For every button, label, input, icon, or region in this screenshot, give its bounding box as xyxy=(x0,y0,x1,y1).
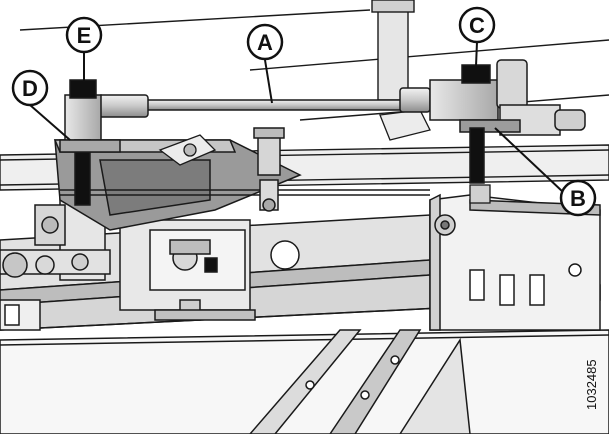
clip-parts xyxy=(158,109,491,204)
center-housing xyxy=(119,219,300,321)
svg-text:B: B xyxy=(570,186,586,211)
callout-d: D xyxy=(11,69,49,107)
figure-number: 1032485 xyxy=(584,359,599,410)
center-bolt xyxy=(253,127,285,212)
callout-a: A xyxy=(246,23,284,61)
left-block xyxy=(59,79,121,206)
callout-b: B xyxy=(559,179,597,217)
svg-text:A: A xyxy=(257,30,273,55)
lower-channel xyxy=(0,329,609,434)
svg-text:C: C xyxy=(469,13,485,38)
svg-text:D: D xyxy=(22,76,38,101)
svg-text:E: E xyxy=(77,23,92,48)
leader-lines xyxy=(29,41,564,193)
callout-c: C xyxy=(458,6,496,44)
right-block xyxy=(429,59,586,184)
callout-e: E xyxy=(65,16,103,54)
